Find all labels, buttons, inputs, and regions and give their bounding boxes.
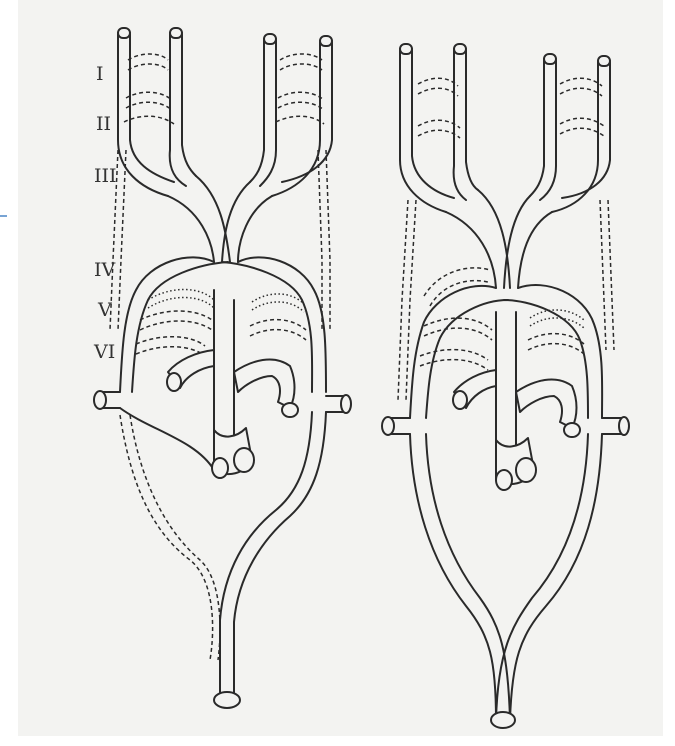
paper-background [18, 0, 663, 736]
arch-label-5: V [97, 299, 112, 321]
arch-label-6: VI [93, 341, 115, 363]
arch-label-3: III [94, 165, 117, 187]
arch-label-4: IV [94, 259, 116, 281]
arch-label-2: II [96, 113, 111, 135]
arch-label-1: I [96, 63, 104, 85]
